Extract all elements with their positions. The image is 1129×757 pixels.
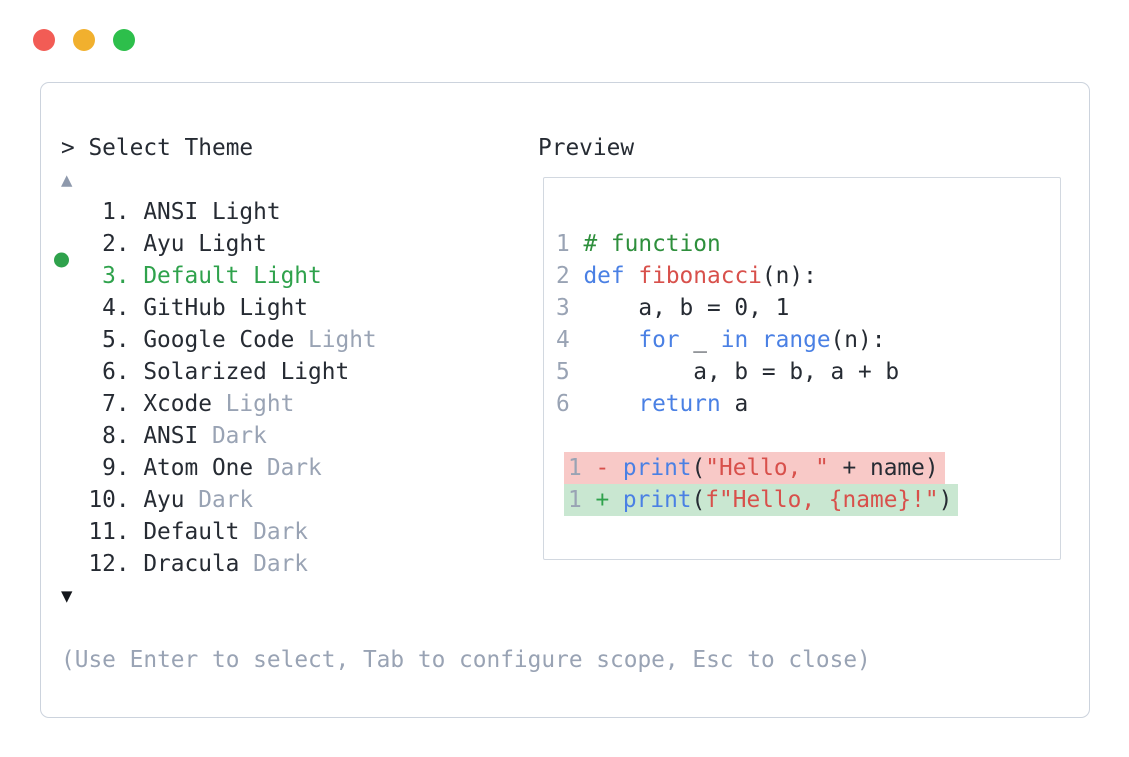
theme-number: 8	[102, 422, 116, 449]
theme-number: 3	[102, 262, 116, 289]
theme-name: Google Code	[143, 326, 295, 353]
scroll-up-icon[interactable]: ▲	[61, 168, 73, 191]
code-line-3: 3 a, b = 0, 1	[556, 294, 790, 321]
theme-option-12[interactable]: 12. Dracula Dark	[61, 548, 1069, 580]
theme-option-7[interactable]: 7. Xcode Light	[61, 388, 1069, 420]
theme-number-separator: .	[115, 262, 144, 289]
theme-number: 10	[88, 486, 116, 513]
line-number: 5	[556, 358, 584, 385]
theme-option-2[interactable]: 2. Ayu Light	[61, 228, 1069, 260]
diff-line-added: 1 + print(f"Hello, {name}!")	[556, 483, 1060, 516]
theme-name: GitHub Light	[143, 294, 309, 321]
zoom-window-button[interactable]	[113, 29, 135, 51]
theme-name: Solarized Light	[143, 358, 350, 385]
theme-number: 2	[102, 230, 116, 257]
theme-name: Atom One	[143, 454, 254, 481]
keyboard-hint: (Use Enter to select, Tab to configure s…	[61, 646, 871, 673]
theme-number-separator: .	[115, 294, 144, 321]
theme-variant-label: Dark	[184, 486, 254, 513]
theme-number-separator: .	[115, 230, 144, 257]
selected-dot-icon	[54, 252, 69, 267]
theme-name: Default Light	[143, 262, 322, 289]
theme-option-11[interactable]: 11. Default Dark	[61, 516, 1069, 548]
theme-option-3[interactable]: 3. Default Light	[54, 252, 1069, 292]
theme-variant-label: Dark	[239, 518, 309, 545]
preview-column: Preview 1 # function 2 def fibonacci(n): 3…	[538, 132, 1069, 560]
theme-option-6[interactable]: 6. Solarized Light	[61, 356, 1069, 388]
minimize-window-button[interactable]	[73, 29, 95, 51]
theme-variant-label: Dark	[253, 454, 322, 481]
theme-number-separator: .	[115, 326, 144, 353]
theme-number-separator: .	[115, 486, 144, 513]
theme-name: ANSI Light	[143, 198, 281, 225]
blank-code-line	[556, 420, 1060, 452]
theme-number: 5	[102, 326, 116, 353]
code-line-1: 1 # function	[556, 230, 721, 257]
theme-number-separator: .	[115, 518, 144, 545]
theme-variant-label: Light	[211, 390, 295, 417]
theme-number-separator: .	[115, 550, 144, 577]
theme-name: Dracula	[143, 550, 240, 577]
theme-option-10[interactable]: 10. Ayu Dark	[61, 484, 1069, 516]
line-number: 1	[568, 486, 596, 513]
scroll-down-icon[interactable]: ▼	[61, 584, 73, 607]
theme-variant-label: Light	[294, 326, 377, 353]
preview-title: Preview	[538, 134, 635, 161]
theme-number-separator: .	[115, 198, 144, 225]
theme-number: 9	[102, 454, 116, 481]
theme-option-9[interactable]: 9. Atom One Dark	[61, 452, 1069, 484]
theme-number-separator: .	[115, 358, 144, 385]
theme-name: Xcode	[143, 390, 212, 417]
theme-option-1[interactable]: 1. ANSI Light	[61, 196, 1069, 228]
line-number: 1	[568, 454, 596, 481]
theme-name: Ayu Light	[143, 230, 267, 257]
diff-sign-added: +	[595, 486, 623, 513]
theme-number-separator: .	[115, 422, 144, 449]
line-number: 3	[556, 294, 584, 321]
theme-name: Default	[143, 518, 240, 545]
theme-number: 12	[88, 550, 116, 577]
window-controls	[33, 29, 135, 51]
select-theme-prompt: > Select Theme	[61, 134, 254, 161]
line-number: 4	[556, 326, 584, 353]
diff-line-removed: 1 - print("Hello, " + name)	[556, 451, 1060, 484]
code-line-6: 6 return a	[556, 390, 749, 417]
theme-variant-label: Dark	[198, 422, 267, 449]
theme-name: Ayu	[143, 486, 185, 513]
spacer-row	[61, 612, 1069, 644]
theme-number: 6	[102, 358, 116, 385]
theme-number: 7	[102, 390, 116, 417]
theme-number: 11	[88, 518, 116, 545]
theme-number-separator: .	[115, 390, 144, 417]
line-number: 2	[556, 262, 584, 289]
line-number: 6	[556, 390, 584, 417]
theme-number-separator: .	[115, 454, 144, 481]
close-window-button[interactable]	[33, 29, 55, 51]
theme-option-8[interactable]: 8. ANSI Dark	[61, 420, 1069, 452]
code-line-2: 2 def fibonacci(n):	[556, 262, 817, 289]
theme-variant-label: Dark	[239, 550, 309, 577]
theme-name: ANSI	[143, 422, 199, 449]
code-preview-box: 1 # function 2 def fibonacci(n): 3 a, b = …	[543, 176, 1061, 560]
theme-number: 1	[102, 198, 116, 225]
diff-sign-removed: -	[595, 454, 623, 481]
code-line-5: 5 a, b = b, a + b	[556, 358, 900, 385]
theme-option-4[interactable]: 4. GitHub Light	[61, 292, 1069, 324]
code-line-4: 4 for _ in range(n):	[556, 326, 886, 353]
theme-option-5[interactable]: 5. Google Code Light	[61, 324, 1069, 356]
line-number: 1	[556, 230, 584, 257]
theme-number: 4	[102, 294, 116, 321]
